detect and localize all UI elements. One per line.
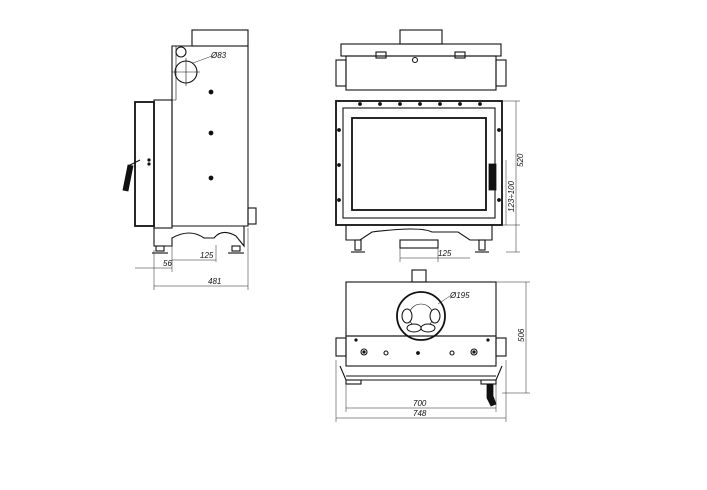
side-small-circle: [175, 46, 187, 58]
top-dim-width-inner: 700: [413, 399, 427, 408]
side-base: [153, 226, 245, 248]
front-upper-band: [340, 43, 502, 57]
top-dim-depth: 506: [517, 328, 526, 342]
top-flue-diameter-label: Ø195: [449, 291, 470, 300]
front-dim-range: 123÷100: [507, 180, 516, 212]
top-front-frame: [339, 365, 503, 381]
top-dim-width-outer: 748: [413, 409, 427, 418]
top-handle: [486, 383, 497, 407]
top-flue-circle: [396, 291, 446, 341]
front-view: 520 123÷100 125: [335, 29, 525, 262]
side-dim-pipe-width: 125: [200, 251, 214, 260]
side-dot: [208, 175, 214, 181]
side-dim-offset: 56: [163, 259, 172, 268]
front-glass: [351, 117, 487, 211]
front-top-collar: [399, 29, 443, 45]
side-view: Ø83 56 125 481: [122, 29, 257, 290]
side-foot: [231, 245, 241, 252]
front-door-outer: [335, 100, 503, 226]
front-base: [345, 225, 493, 241]
front-door-frame: [342, 107, 496, 219]
front-dim-height: 520: [516, 153, 525, 167]
top-left-ear: [335, 337, 347, 357]
side-flue-diameter-label: Ø83: [210, 51, 227, 60]
side-dim-depth: 481: [208, 277, 221, 286]
front-bottom-pipe: [399, 239, 439, 249]
front-left-ear: [335, 59, 347, 87]
side-top-collar: [191, 29, 249, 47]
top-view: Ø195 506 700 748: [335, 269, 530, 422]
front-right-ear: [495, 59, 507, 87]
front-upper-body: [345, 55, 497, 91]
side-handle: [122, 164, 134, 192]
front-handle: [488, 163, 497, 191]
side-door-frame: [134, 101, 155, 227]
top-pipe: [411, 269, 427, 283]
side-door-body: [153, 99, 173, 229]
top-right-ear: [495, 337, 507, 357]
side-foot: [155, 245, 165, 252]
side-dot: [208, 130, 214, 136]
side-rear-spigot: [247, 207, 257, 225]
side-dot: [208, 89, 214, 95]
side-body: [171, 45, 249, 227]
front-dim-pipe-width: 125: [438, 249, 452, 258]
